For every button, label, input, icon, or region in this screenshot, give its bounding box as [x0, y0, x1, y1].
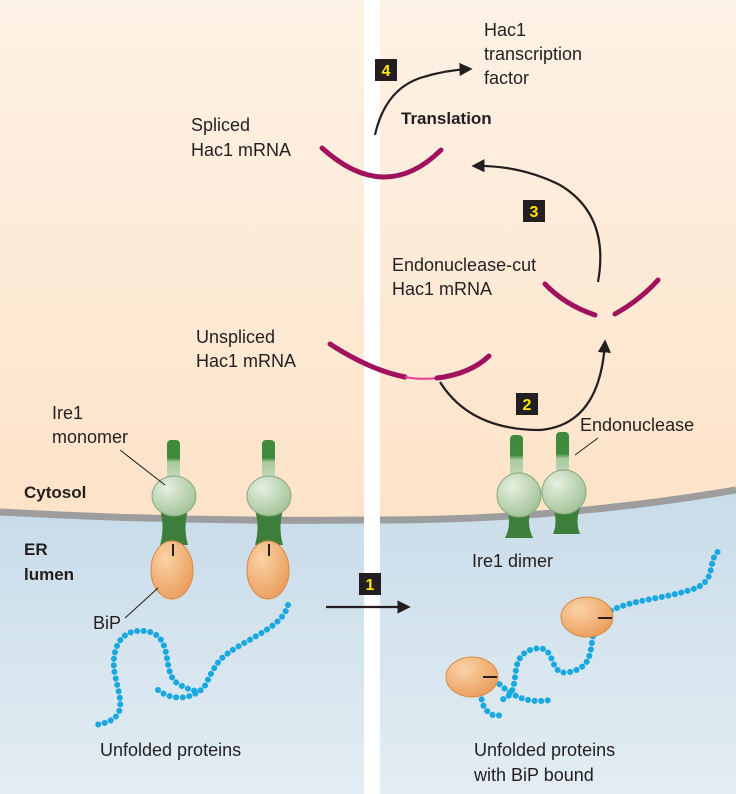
right-cytosol-region — [380, 0, 736, 520]
endonuclease-leader — [574, 437, 599, 456]
ire1-monomer-label-line2: monomer — [52, 427, 128, 447]
step-4-arrow — [373, 62, 473, 136]
endonuclease-label: Endonuclease — [580, 415, 694, 435]
endonuclease-cut-mrna — [542, 277, 661, 318]
cut-label-line1: Endonuclease-cut — [392, 255, 536, 275]
er-lumen-label-line2: lumen — [24, 565, 74, 584]
bip-bound-1 — [150, 540, 194, 600]
step-4-badge: 4 — [375, 59, 397, 81]
ire1-monomer-2 — [246, 440, 292, 545]
ire1-monomer-leader — [119, 449, 166, 486]
unspliced-label-line1: Unspliced — [196, 327, 275, 347]
step-1-badge: 1 — [359, 573, 381, 595]
er-lumen-label-line1: ER — [24, 540, 48, 559]
bip-label: BiP — [93, 613, 121, 633]
svg-text:3: 3 — [530, 204, 539, 221]
translation-label: Translation — [401, 109, 492, 128]
ire1-dimer — [496, 432, 587, 538]
cytosol-label: Cytosol — [24, 483, 86, 502]
svg-text:2: 2 — [523, 397, 532, 414]
step-3-arrow — [471, 159, 602, 283]
ire1-dimer-label: Ire1 dimer — [472, 551, 553, 571]
unfolded-proteins-left — [92, 602, 291, 728]
right-lumen-region — [380, 490, 736, 794]
panel-divider — [364, 0, 380, 794]
bip-bound-protein-2 — [445, 656, 499, 698]
bip-leader — [124, 587, 159, 619]
unspliced-mrna — [327, 341, 492, 381]
spliced-mrna — [319, 145, 444, 180]
unfolded-proteins-label: Unfolded proteins — [100, 740, 241, 760]
right-panel — [379, 0, 736, 794]
unfolded-bip-label-line1: Unfolded proteins — [474, 740, 615, 760]
svg-text:4: 4 — [382, 63, 391, 80]
ire1-monomer-1 — [151, 440, 197, 545]
spliced-label-line1: Spliced — [191, 115, 250, 135]
bip-bound-2 — [246, 540, 290, 600]
step-2-arrow — [439, 339, 611, 432]
left-panel — [0, 0, 365, 794]
hac1-tf-label-line3: factor — [484, 68, 529, 88]
step-2-badge: 2 — [516, 393, 538, 415]
hac1-tf-label-line2: transcription — [484, 44, 582, 64]
bip-bound-protein-1 — [560, 596, 614, 638]
ire1-monomer-label-line1: Ire1 — [52, 403, 83, 423]
hac1-tf-label-line1: Hac1 — [484, 20, 526, 40]
unspliced-label-line2: Hac1 mRNA — [196, 351, 296, 371]
step-3-badge: 3 — [523, 200, 545, 222]
cut-label-line2: Hac1 mRNA — [392, 279, 492, 299]
svg-text:1: 1 — [366, 577, 375, 594]
spliced-label-line2: Hac1 mRNA — [191, 140, 291, 160]
left-cytosol-region — [0, 0, 364, 521]
unfolded-bip-label-line2: with BiP bound — [473, 765, 594, 785]
